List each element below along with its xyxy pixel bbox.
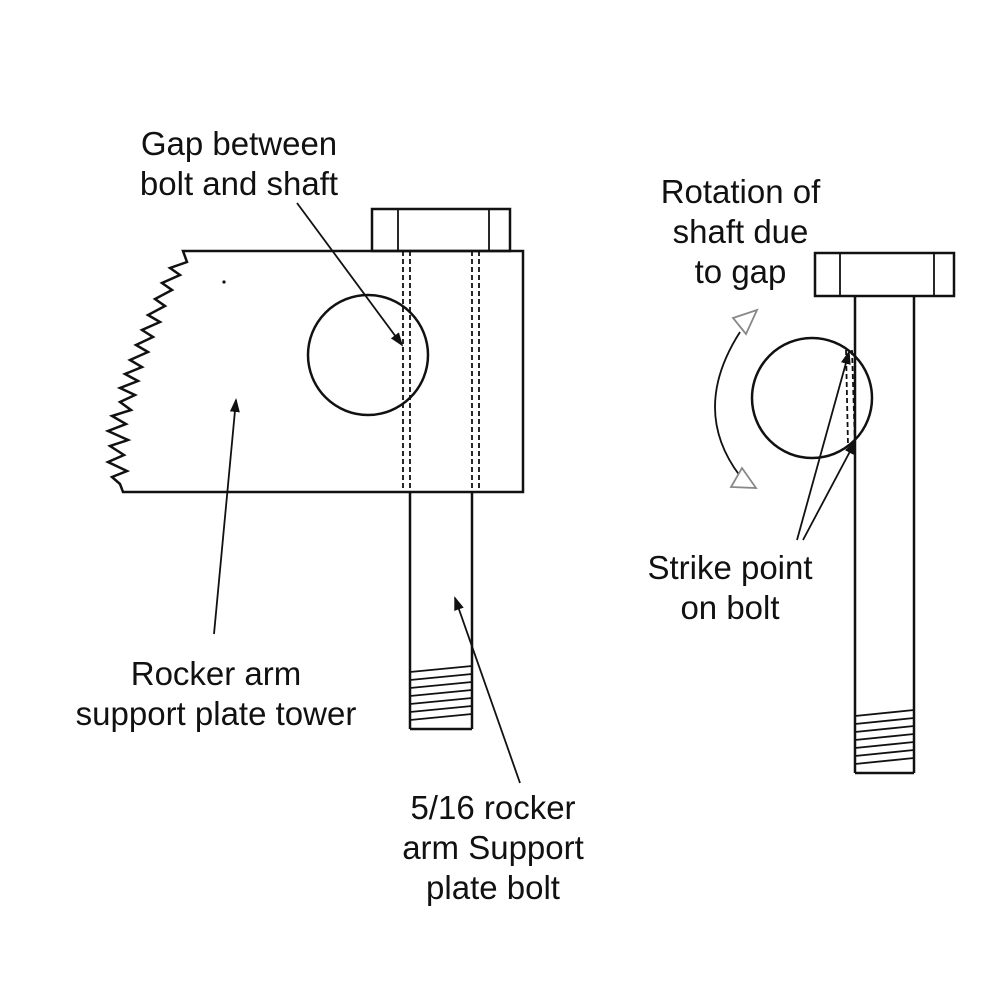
strike-label-line-2: on bolt (680, 589, 780, 626)
rotation-label-line-1: Rotation of (660, 173, 821, 210)
tower-label-line-1: Rocker arm (130, 655, 302, 692)
plate-mark (222, 280, 226, 284)
left-shaft-circle (306, 293, 430, 417)
tower-leader-arrow (213, 398, 240, 635)
right-assembly (714, 251, 956, 775)
right-bore-hidden-edge-1 (845, 349, 849, 447)
right-bolt-threads (854, 709, 915, 765)
strike-arrow-lower (802, 440, 856, 541)
bolt-label-line-3: plate bolt (426, 869, 560, 906)
left-bolt-threads (409, 665, 473, 721)
tower-label: Rocker arm support plate tower (56, 654, 376, 734)
gap-leader-arrow (296, 202, 404, 347)
rotation-label-line-3: to gap (694, 253, 787, 290)
rotation-arrow (714, 331, 741, 477)
support-plate-tower (104, 249, 525, 494)
gap-label: Gap between bolt and shaft (128, 124, 350, 204)
right-bolt-head (813, 251, 956, 298)
rotation-label-line-2: shaft due (672, 213, 809, 250)
bolt-leader-arrow (454, 596, 521, 784)
rotation-arrowhead-top (731, 308, 759, 336)
right-shaft-circle (750, 336, 874, 460)
gap-label-line-2: bolt and shaft (139, 165, 339, 202)
bolt-label-line-2: arm Support (402, 829, 584, 866)
bolt-label-line-1: 5/16 rocker (410, 789, 576, 826)
right-bore-hidden-edge-2 (851, 349, 856, 447)
rotation-label: Rotation of shaft due to gap (638, 172, 843, 292)
bolt-label: 5/16 rocker arm Support plate bolt (383, 788, 603, 908)
tower-label-line-2: support plate tower (75, 695, 357, 732)
strike-label-line-1: Strike point (647, 549, 813, 586)
left-bolt-head (370, 207, 512, 253)
strike-label: Strike point on bolt (630, 548, 830, 628)
strike-arrow-upper (796, 350, 851, 541)
rotation-arrowhead-bottom (729, 466, 758, 489)
left-assembly (104, 202, 525, 784)
gap-label-line-1: Gap between (140, 125, 338, 162)
